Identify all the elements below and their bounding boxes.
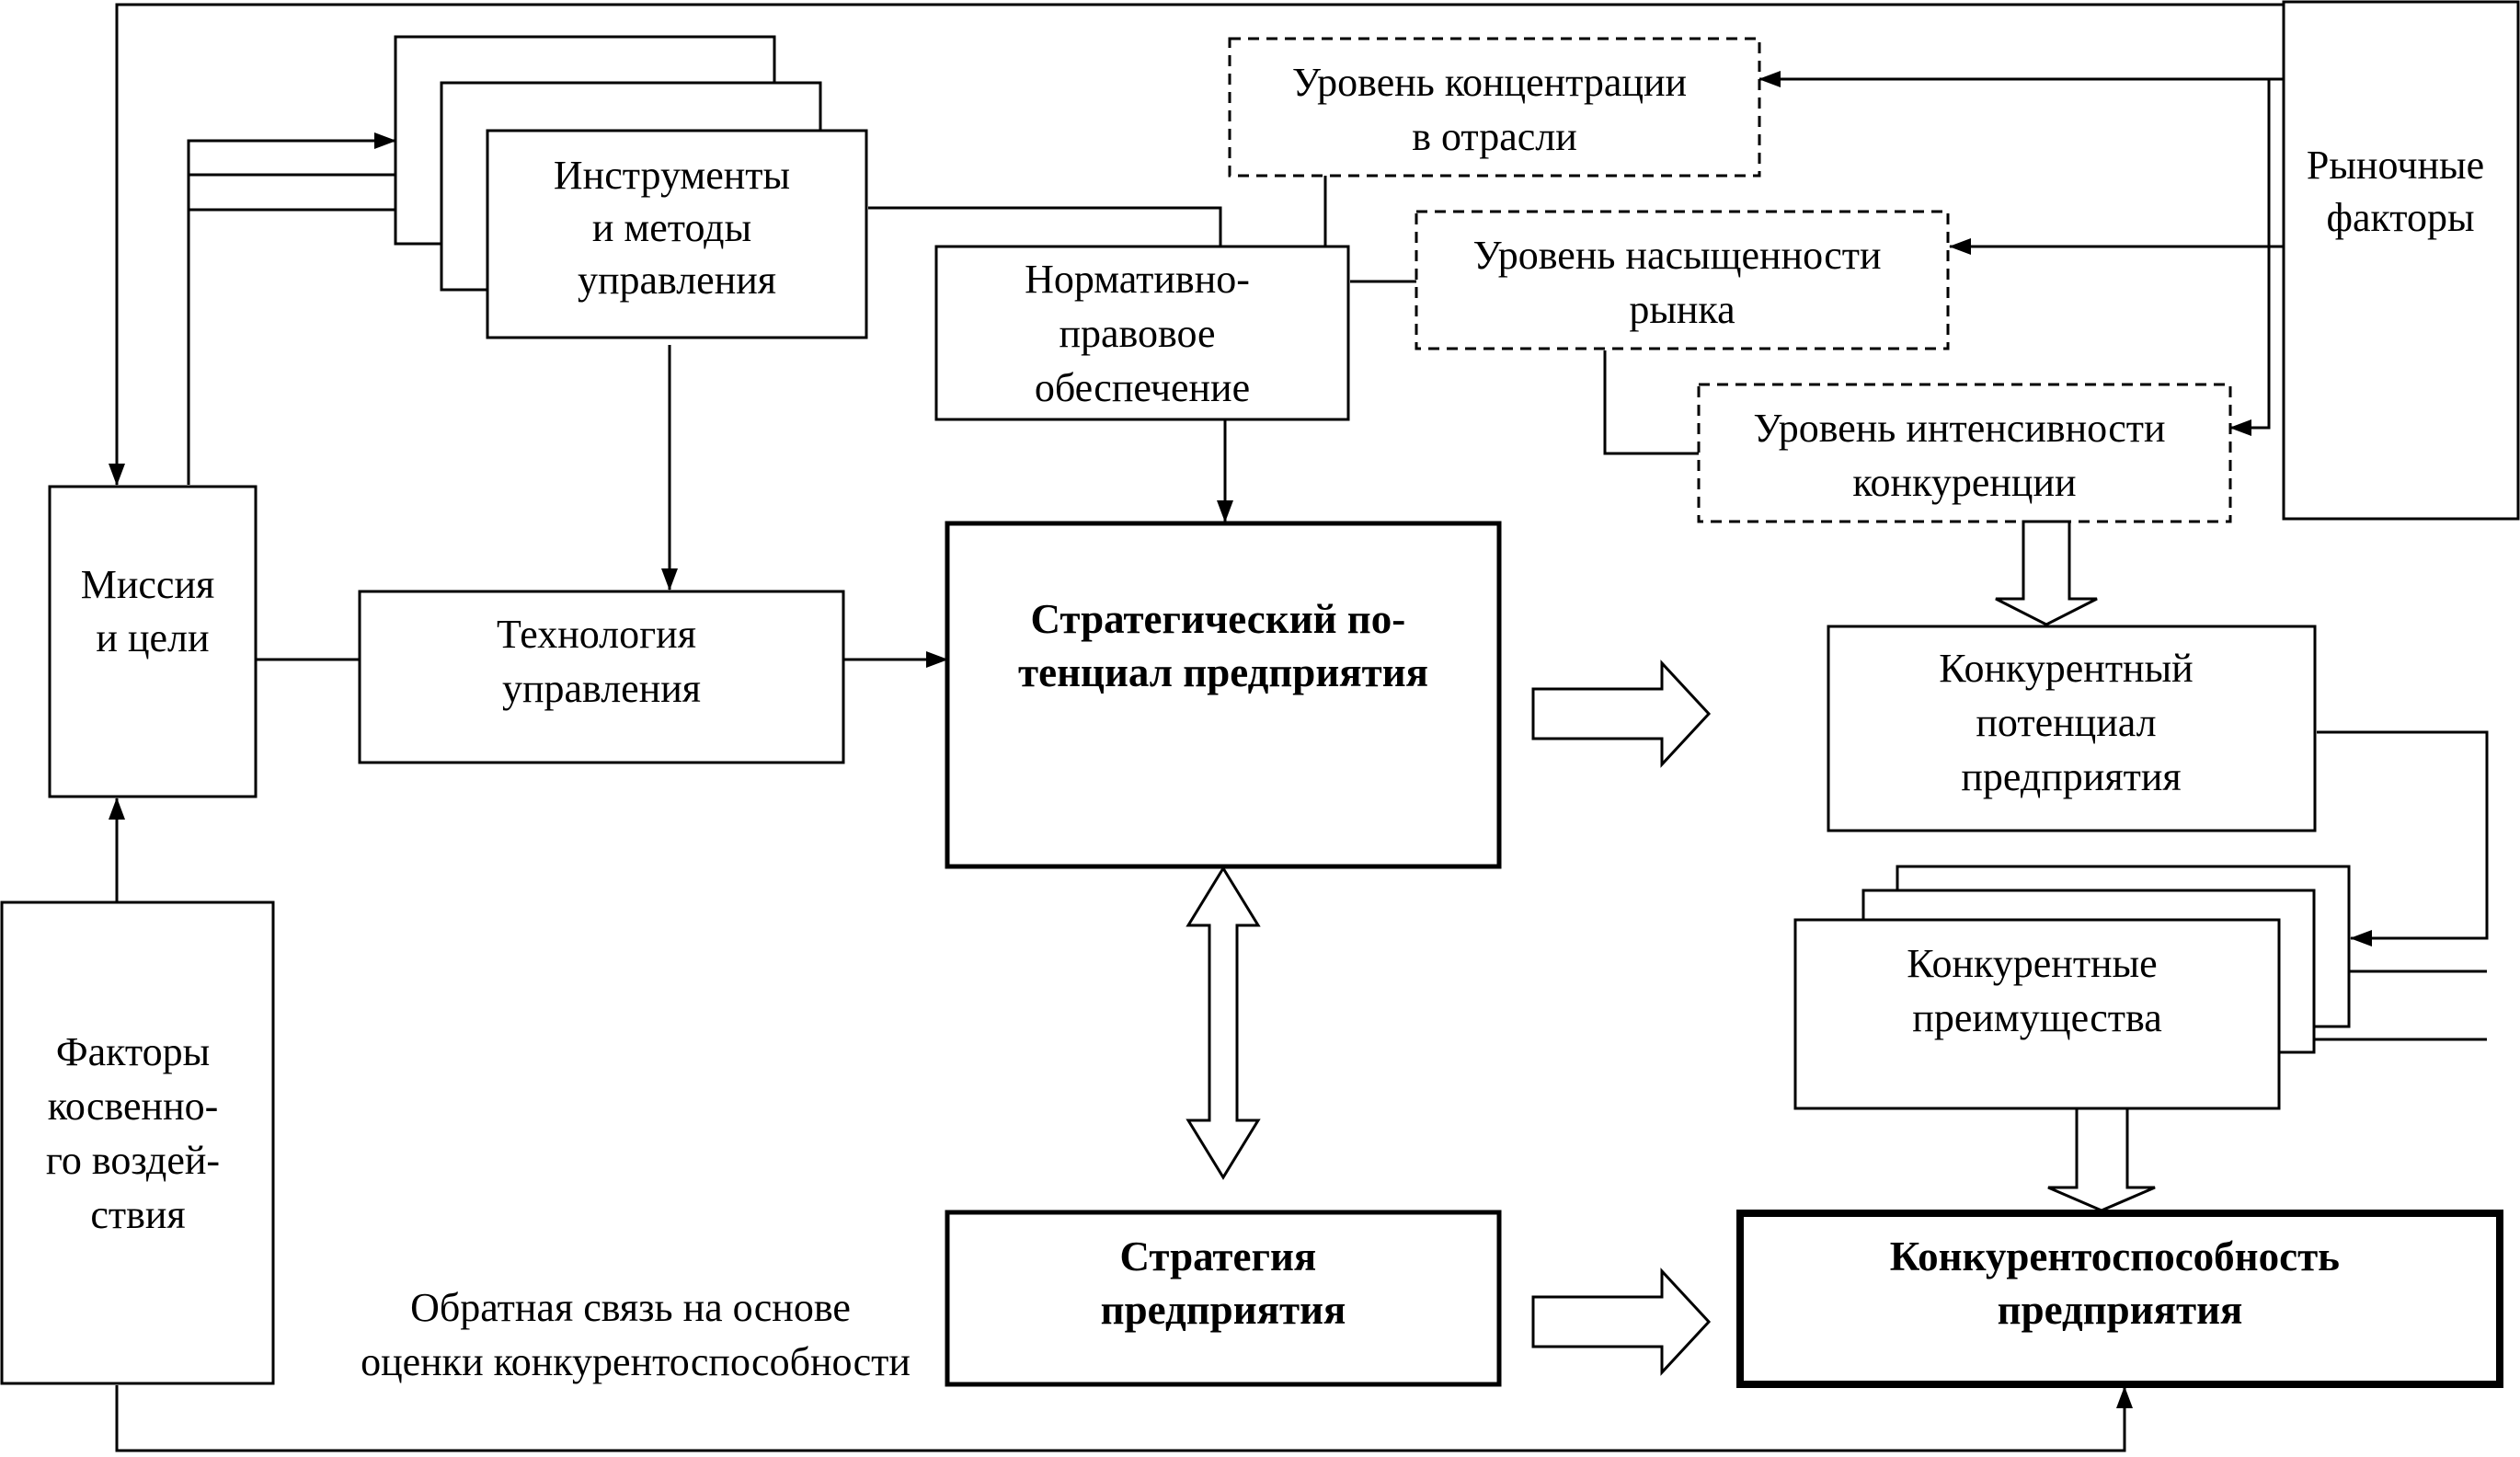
block-arrow-strategy-to-competitiveness <box>1531 1268 1712 1376</box>
saturation-box <box>1415 210 1950 350</box>
competitive-potential-line-2: потенциал <box>1976 700 2156 745</box>
saturation-text: Уровень насыщенности рынка <box>1472 233 1891 332</box>
line-saturation-to-intensity <box>1603 350 1699 455</box>
strategy-box <box>945 1210 1502 1387</box>
intensity-line-1: Уровень интенсивности <box>1753 406 2165 451</box>
arrow-market-to-intensity <box>2229 79 2271 436</box>
competitiveness-line-1: Конкурентоспособность <box>1890 1233 2340 1279</box>
strategic-potential-line-2: тенциал предприятия <box>1018 649 1428 695</box>
strategic-potential-line-1: Стратегический по- <box>1031 596 1406 642</box>
competitive-potential-line-1: Конкурентный <box>1939 646 2193 691</box>
competitive-potential-text: Конкурентный потенциал предприятия <box>1939 646 2203 799</box>
technology-line-1: Технология <box>497 612 696 657</box>
arrow-market-to-mission <box>109 3 2284 486</box>
feedback-line-1: Обратная связь на основе <box>410 1285 851 1330</box>
concentration-line-2: в отрасли <box>1412 114 1577 159</box>
advantages-box <box>1793 918 2281 1110</box>
strategy-line-1: Стратегия <box>1120 1233 1317 1279</box>
concentration-line-1: Уровень концентрации <box>1292 60 1687 105</box>
technology-text: Технология управления <box>497 612 706 711</box>
regulatory-line-2: правовое <box>1059 311 1215 356</box>
instruments-box <box>486 129 868 339</box>
block-arrow-advantages-to-competitiveness <box>2047 1107 2156 1212</box>
instruments-line-2: и методы <box>592 205 751 250</box>
feedback-label: Обратная связь на основе оценки конкурен… <box>361 1285 911 1384</box>
strategy-line-2: предприятия <box>1101 1287 1346 1333</box>
instruments-text: Инструменты и методы управления <box>554 153 800 303</box>
instruments-line-1: Инструменты <box>554 153 790 198</box>
arrow-mission-to-instruments-back <box>187 132 396 485</box>
market-factors-text: Рыночные факторы <box>2307 143 2494 240</box>
arrow-potential-to-advantages-back <box>2317 730 2489 946</box>
market-factors-box <box>2282 0 2520 521</box>
connectors <box>109 3 2489 1452</box>
competitiveness-box <box>1736 1210 2503 1388</box>
intensity-text: Уровень интенсивности конкуренции <box>1753 406 2175 505</box>
advantages-line-1: Конкурентные <box>1907 941 2157 986</box>
concentration-text: Уровень концентрации в отрасли <box>1292 60 1697 159</box>
block-arrow-intensity-to-competitive <box>1995 520 2098 626</box>
competitive-potential-box <box>1827 625 2317 832</box>
indirect-factors-line-4: ствия <box>90 1192 185 1237</box>
mission-text: Миссия и цели <box>81 562 225 660</box>
block-arrow-potential-strategy-bidirectional <box>1186 866 1261 1180</box>
indirect-factors-text: Факторы косвенно- го воздей- ствия <box>46 1029 230 1237</box>
block-arrow-potential-to-competitive <box>1531 660 1712 768</box>
mission-line-2: и цели <box>96 615 209 660</box>
indirect-factors-box <box>0 901 275 1385</box>
competitiveness-text: Конкурентоспособность предприятия <box>1890 1233 2350 1333</box>
mission-box <box>48 485 258 798</box>
saturation-line-2: рынка <box>1629 287 1735 332</box>
regulatory-text: Нормативно- правовое обеспечение <box>1025 257 1260 410</box>
line-instruments-to-regulatory <box>868 206 1222 247</box>
strategic-potential-text: Стратегический по- тенциал предприятия <box>1018 596 1428 695</box>
regulatory-line-3: обеспечение <box>1035 365 1250 410</box>
intensity-box <box>1697 383 2232 523</box>
advantages-text: Конкурентные преимущества <box>1907 941 2167 1040</box>
concentration-box <box>1228 37 1761 178</box>
market-factors-line-2: факторы <box>2326 195 2474 240</box>
competitive-potential-line-3: предприятия <box>1961 754 2181 799</box>
indirect-factors-line-2: косвенно- <box>48 1084 219 1129</box>
technology-line-2: управления <box>502 666 701 711</box>
advantages-line-2: преимущества <box>1912 995 2161 1040</box>
saturation-line-1: Уровень насыщенности <box>1472 233 1881 278</box>
competitiveness-line-2: предприятия <box>1998 1287 2243 1333</box>
market-factors-line-1: Рыночные <box>2307 143 2484 188</box>
regulatory-line-1: Нормативно- <box>1025 257 1250 302</box>
indirect-factors-line-1: Факторы <box>56 1029 210 1074</box>
strategic-potential-box <box>945 521 1502 869</box>
feedback-line-2: оценки конкурентоспособности <box>361 1339 911 1384</box>
regulatory-box <box>934 245 1350 421</box>
intensity-line-2: конкуренции <box>1852 460 2076 505</box>
technology-box <box>358 590 845 764</box>
arrow-feedback-loop <box>115 1385 2133 1452</box>
strategy-text: Стратегия предприятия <box>1101 1233 1346 1333</box>
instruments-line-3: управления <box>578 258 776 303</box>
indirect-factors-line-3: го воздей- <box>46 1138 220 1183</box>
mission-line-1: Миссия <box>81 562 215 607</box>
